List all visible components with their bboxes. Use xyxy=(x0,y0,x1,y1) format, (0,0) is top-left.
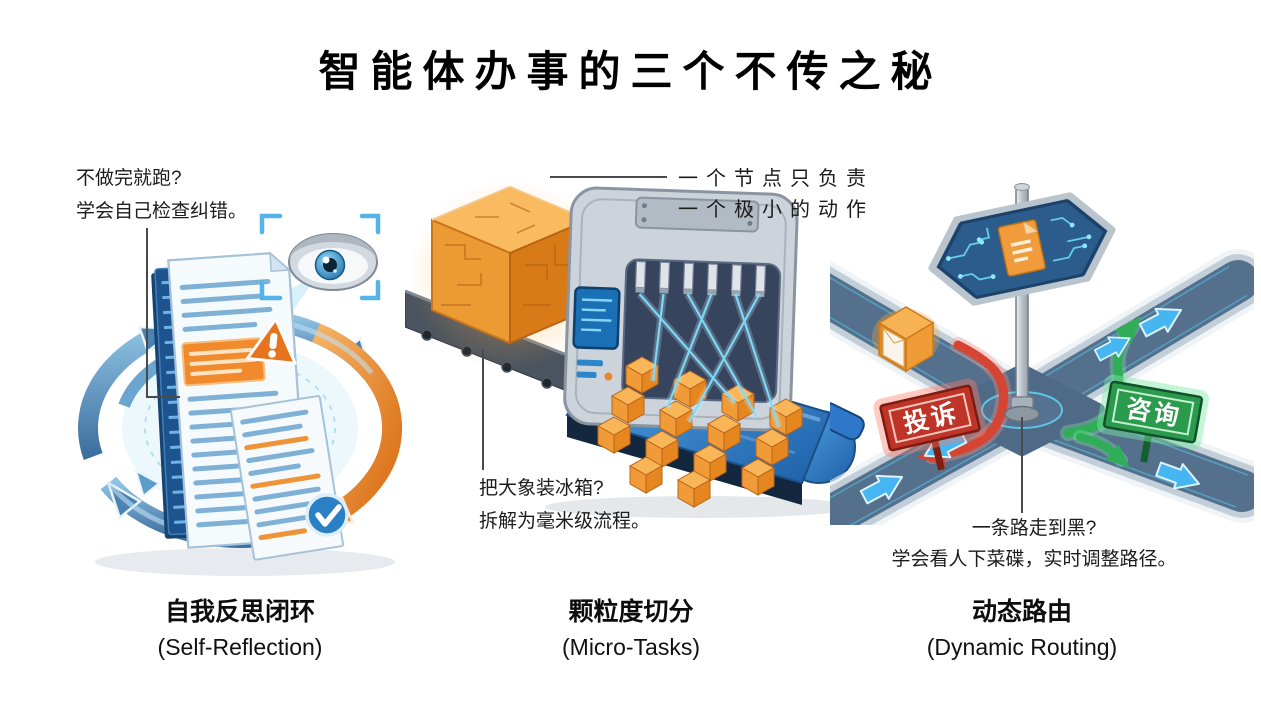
annotation-dynamic-routing: 一条路走到黑? 学会看人下菜碟，实时调整路径。 xyxy=(878,513,1190,575)
circuit-traces xyxy=(948,216,1090,281)
callout-line-micro-tasks-top xyxy=(550,176,667,178)
annotation-line: 学会自己检查纠错。 xyxy=(76,201,248,222)
callout-line-self-reflection-jog xyxy=(146,396,180,398)
annotation-line: 学会看人下菜碟，实时调整路径。 xyxy=(891,549,1177,570)
micro-tasks-illustration xyxy=(405,180,856,518)
machine-screen xyxy=(572,286,621,381)
warning-icon xyxy=(245,317,297,365)
callout-line-micro-tasks-bottom xyxy=(482,350,484,470)
caption-en: (Self-Reflection) xyxy=(157,634,323,660)
annotation-self-reflection: 不做完就跑? 学会自己检查纠错。 xyxy=(76,162,247,228)
complaint-sign: 投诉 xyxy=(873,378,987,471)
annotation-line: 一条路走到黑? xyxy=(971,518,1097,539)
annotation-micro-tasks-top: 一个节点只负责 一个极小的动作 xyxy=(678,164,874,226)
self-reflection-illustration xyxy=(78,213,403,576)
caption-micro-tasks: 颗粒度切分 (Micro-Tasks) xyxy=(471,594,791,664)
caption-zh: 颗粒度切分 xyxy=(568,598,694,626)
package-icon xyxy=(872,306,940,373)
callout-line-self-reflection xyxy=(146,228,148,398)
annotation-line: 把大象装冰箱? xyxy=(479,478,604,499)
eye-icon xyxy=(288,233,378,291)
ground-shadow xyxy=(545,496,855,518)
cropped-arrow-piece xyxy=(830,401,865,441)
annotation-micro-tasks-bottom: 把大象装冰箱? 拆解为毫米级流程。 xyxy=(479,472,650,538)
annotation-line: 不做完就跑? xyxy=(76,168,182,189)
caption-zh: 动态路由 xyxy=(971,598,1072,626)
caption-dynamic-routing: 动态路由 (Dynamic Routing) xyxy=(862,594,1182,664)
scan-brackets-icon xyxy=(259,213,381,301)
annotation-line: 拆解为毫米级流程。 xyxy=(479,511,651,532)
callout-line-dynamic-routing xyxy=(1021,417,1023,513)
signpost-board xyxy=(928,192,1116,306)
page-title: 智能体办事的三个不传之秘 xyxy=(318,48,943,95)
annotation-line: 一个节点只负责 xyxy=(678,168,874,190)
consult-sign: 咨询 xyxy=(1097,374,1209,463)
ground-shadow xyxy=(95,548,395,576)
caption-en: (Micro-Tasks) xyxy=(562,634,700,660)
caption-self-reflection: 自我反思闭环 (Self-Reflection) xyxy=(80,594,400,664)
laser-beams xyxy=(636,291,783,429)
annotation-line: 一个极小的动作 xyxy=(678,199,874,221)
laser-nozzles xyxy=(634,260,767,297)
caption-zh: 自我反思闭环 xyxy=(164,598,315,626)
check-badge-icon xyxy=(305,493,349,537)
dynamic-routing-illustration: 投诉 咨询 xyxy=(830,183,1254,525)
file-icon xyxy=(997,219,1046,277)
caption-en: (Dynamic Routing) xyxy=(926,634,1118,660)
